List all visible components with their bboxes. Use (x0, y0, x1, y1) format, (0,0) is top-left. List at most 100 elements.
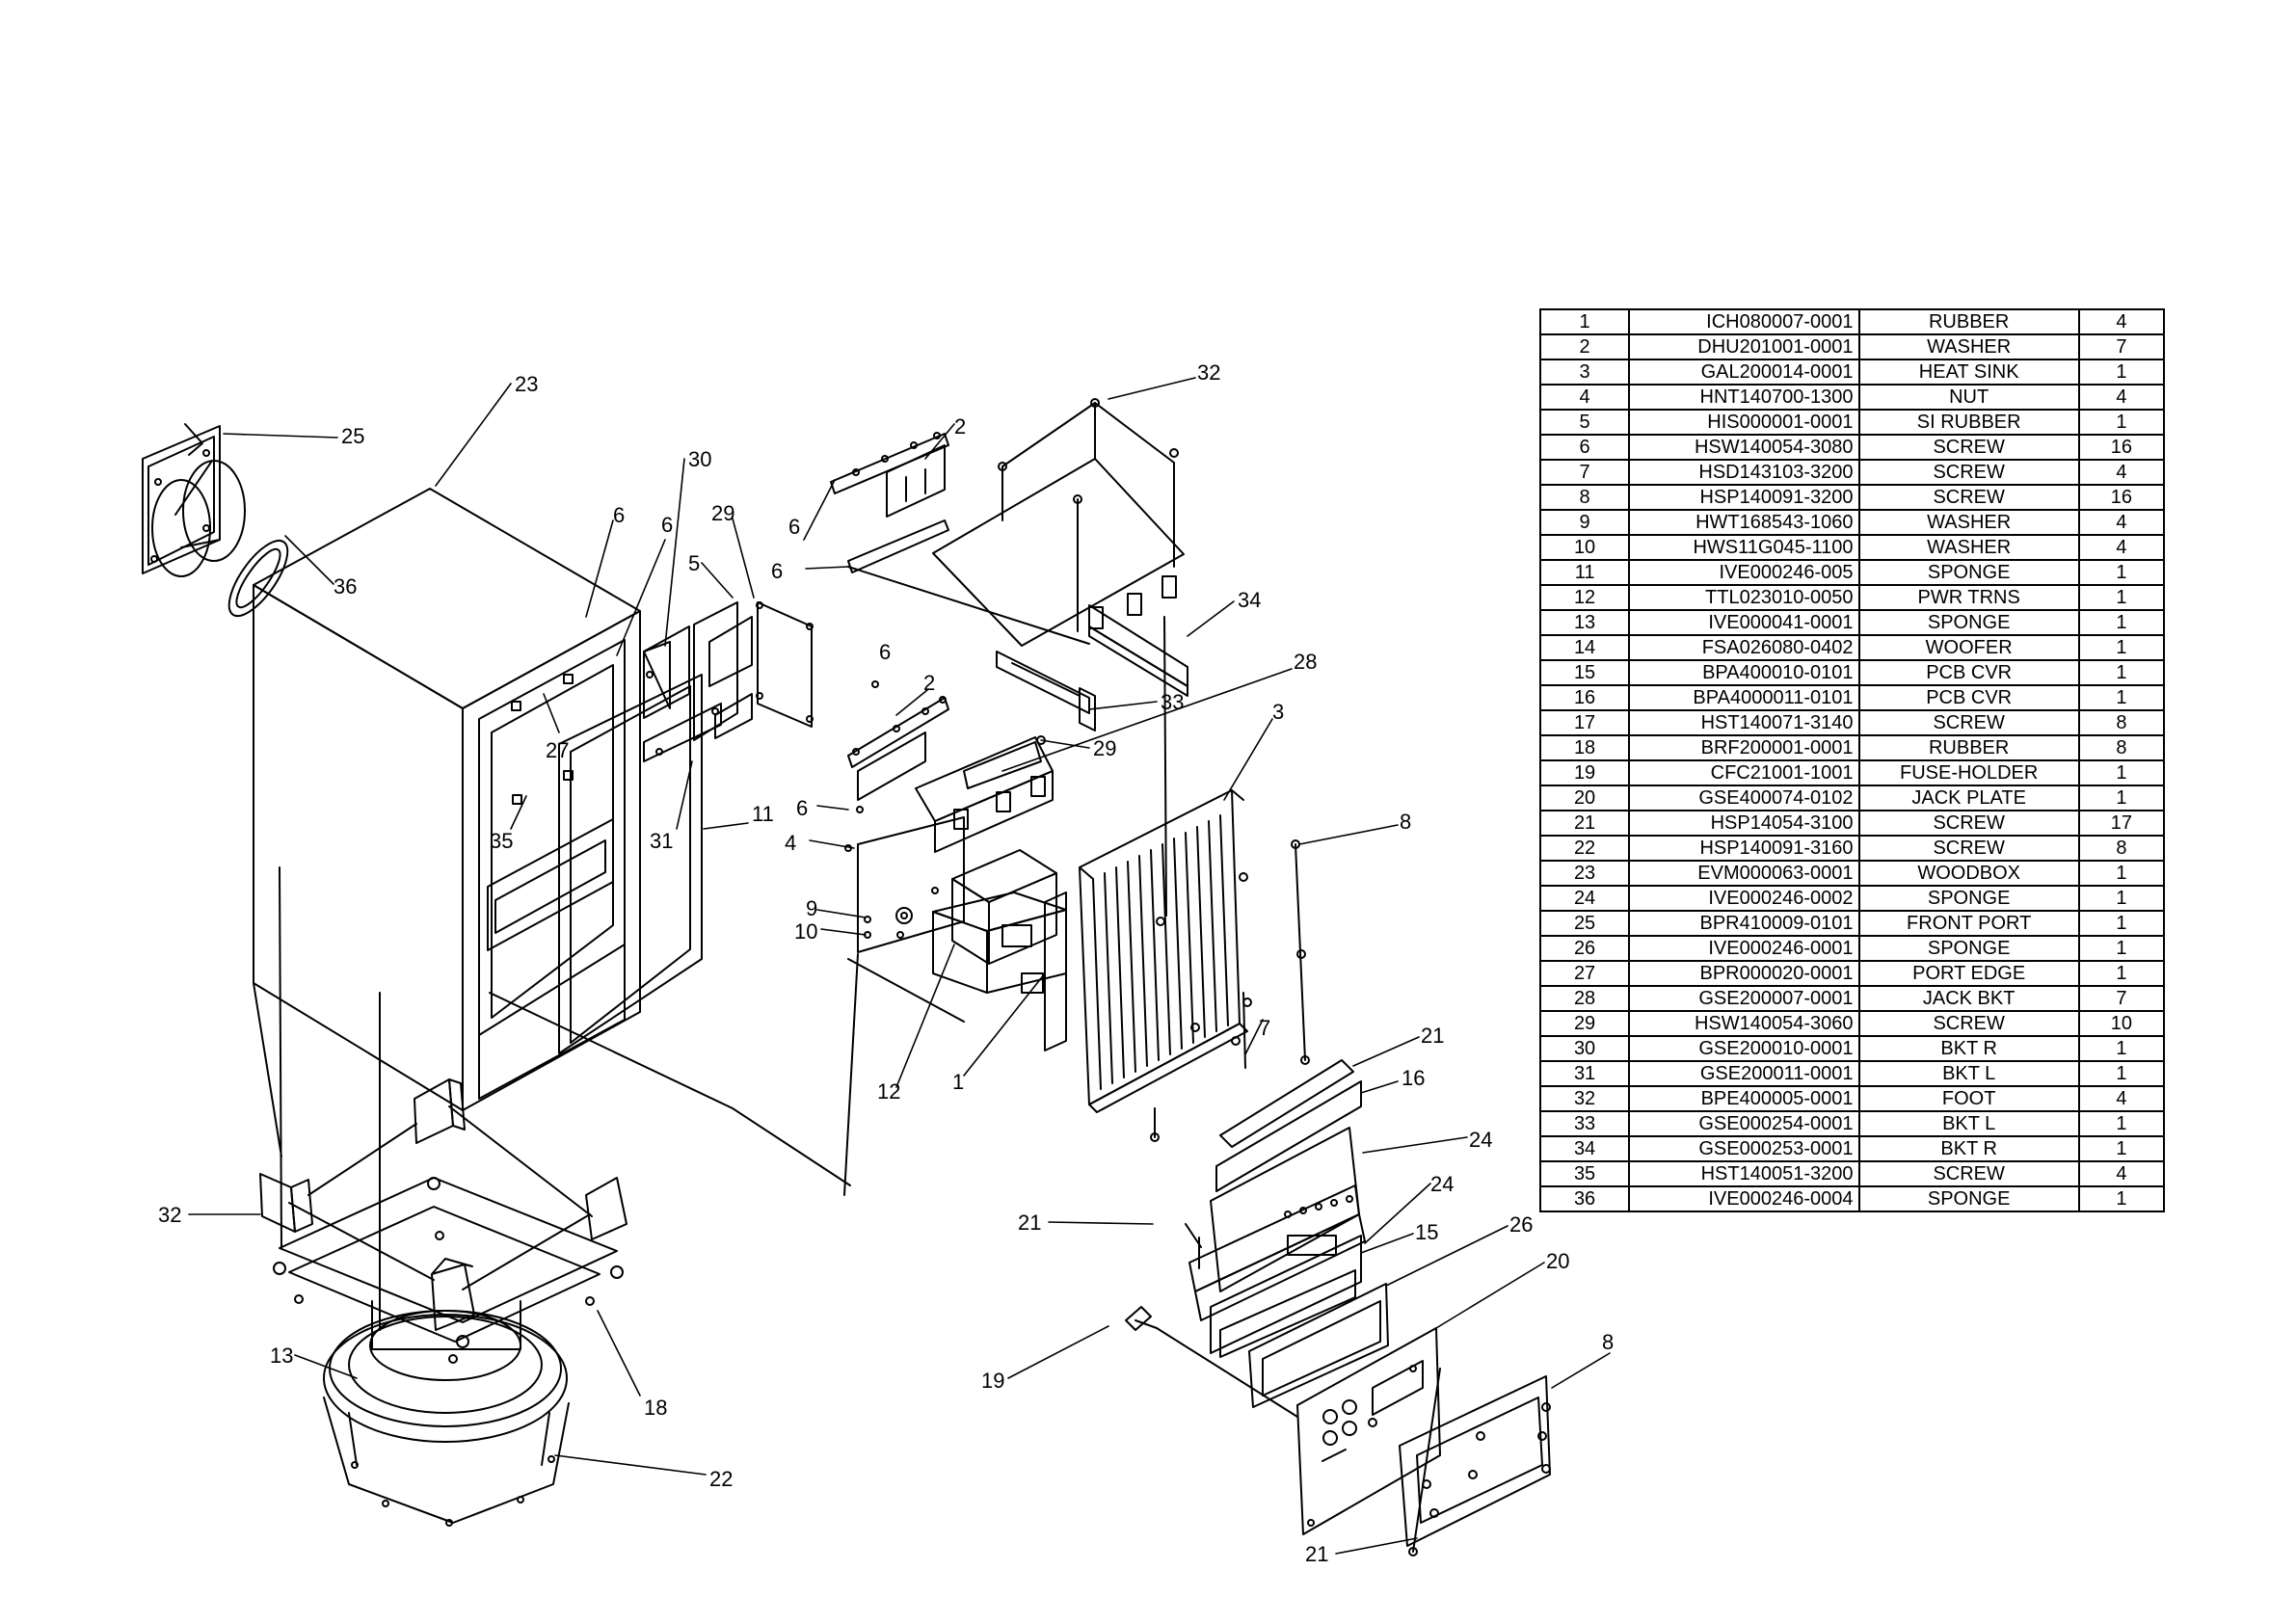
callout-29: 29 (711, 501, 734, 525)
callout-3: 3 (1272, 700, 1284, 724)
table-cell-no: 23 (1538, 860, 1631, 887)
table-cell-part: ICH080007-0001 (1628, 308, 1860, 335)
table-cell-no: 31 (1538, 1060, 1631, 1087)
heat-sink (1079, 789, 1248, 1113)
table-cell-desc: FUSE-HOLDER (1857, 759, 2080, 786)
table-cell-desc: RUBBER (1857, 734, 2080, 761)
table-cell-desc: PORT EDGE (1857, 960, 2080, 987)
table-cell-desc: SCREW (1857, 434, 2080, 461)
callout-1: 1 (952, 1070, 964, 1094)
table-cell-desc: SPONGE (1857, 559, 2080, 586)
table-cell-no: 33 (1538, 1110, 1631, 1137)
table-cell-no: 3 (1538, 359, 1631, 386)
callout-8: 8 (1602, 1330, 1614, 1354)
table-cell-no: 28 (1538, 985, 1631, 1012)
table-cell-qty: 8 (2077, 835, 2166, 862)
table-cell-qty: 1 (2077, 1135, 2166, 1162)
sponge-ring (227, 539, 289, 618)
leader-lines (188, 377, 1611, 1555)
callout-6: 6 (788, 515, 800, 539)
table-cell-no: 8 (1538, 484, 1631, 511)
table-cell-desc: WASHER (1857, 509, 2080, 536)
callout-25: 25 (341, 424, 364, 448)
table-cell-no: 13 (1538, 609, 1631, 636)
table-cell-part: IVE000041-0001 (1628, 609, 1860, 636)
callout-26: 26 (1509, 1212, 1533, 1237)
table-cell-part: BPE400005-0001 (1628, 1085, 1860, 1112)
sponge-frame (558, 674, 703, 1054)
callout-28: 28 (1294, 650, 1317, 674)
table-cell-desc: SCREW (1857, 1160, 2080, 1187)
table-cell-part: GSE200011-0001 (1628, 1060, 1860, 1087)
table-cell-desc: SCREW (1857, 1010, 2080, 1037)
table-cell-no: 16 (1538, 684, 1631, 711)
table-cell-qty: 1 (2077, 609, 2166, 636)
callout-33: 33 (1161, 690, 1184, 714)
jack-plate (1125, 1306, 1441, 1535)
table-cell-desc: BKT R (1857, 1135, 2080, 1162)
callout-13: 13 (270, 1344, 293, 1368)
table-cell-desc: WOODBOX (1857, 860, 2080, 887)
table-cell-part: BRF200001-0001 (1628, 734, 1860, 761)
table-cell-no: 1 (1538, 308, 1631, 335)
power-transformer (932, 849, 1067, 1051)
table-cell-no: 15 (1538, 659, 1631, 686)
woofer (323, 1300, 570, 1527)
callout-9: 9 (806, 896, 817, 920)
table-cell-desc: HEAT SINK (1857, 359, 2080, 386)
table-cell-no: 36 (1538, 1185, 1631, 1212)
callout-2: 2 (954, 414, 966, 439)
table-cell-qty: 1 (2077, 885, 2166, 912)
table-cell-part: BPA400010-0101 (1628, 659, 1860, 686)
table-cell-part: EVM000063-0001 (1628, 860, 1860, 887)
transformer-bracket (844, 806, 965, 953)
table-cell-desc: PCB CVR (1857, 659, 2080, 686)
callout-21: 21 (1018, 1211, 1041, 1235)
table-cell-no: 4 (1538, 384, 1631, 411)
table-cell-desc: SI RUBBER (1857, 409, 2080, 436)
table-cell-part: HST140071-3140 (1628, 709, 1860, 736)
table-cell-no: 12 (1538, 584, 1631, 611)
table-cell-desc: WASHER (1857, 333, 2080, 360)
table-cell-qty: 1 (2077, 759, 2166, 786)
table-cell-qty: 4 (2077, 459, 2166, 486)
table-cell-desc: SPONGE (1857, 1185, 2080, 1212)
guide-lines (253, 616, 1167, 1331)
table-cell-qty: 1 (2077, 785, 2166, 812)
table-cell-qty: 1 (2077, 1035, 2166, 1062)
table-cell-qty: 8 (2077, 709, 2166, 736)
table-cell-part: HSP140091-3200 (1628, 484, 1860, 511)
table-cell-qty: 1 (2077, 860, 2166, 887)
middle-small-bracket (847, 680, 949, 801)
front-port (142, 423, 246, 577)
table-cell-no: 20 (1538, 785, 1631, 812)
callout-10: 10 (794, 919, 817, 944)
callout-11: 11 (752, 802, 774, 826)
rear-bracket (1399, 1368, 1551, 1556)
table-cell-part: GAL200014-0001 (1628, 359, 1860, 386)
bracket-33 (996, 651, 1096, 732)
table-cell-part: IVE000246-0002 (1628, 885, 1860, 912)
table-cell-part: HSP140091-3160 (1628, 835, 1860, 862)
table-cell-desc: SPONGE (1857, 935, 2080, 962)
table-cell-part: IVE000246-0004 (1628, 1185, 1860, 1212)
table-cell-part: HSW140054-3080 (1628, 434, 1860, 461)
table-cell-no: 9 (1538, 509, 1631, 536)
callout-6: 6 (771, 559, 783, 583)
callout-8: 8 (1400, 810, 1411, 834)
